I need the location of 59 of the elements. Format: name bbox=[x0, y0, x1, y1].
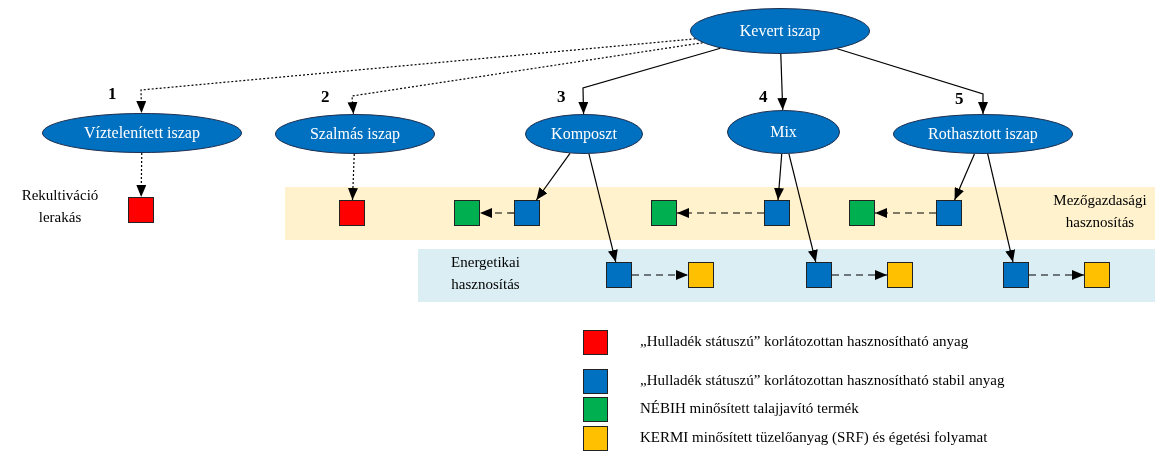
arrow bbox=[831, 270, 888, 280]
arrow bbox=[136, 152, 147, 198]
legend-text: „Hulladék státuszú” korlátozottan hasznosítható anyag bbox=[640, 333, 969, 350]
legend-text: „Hulladék státuszú” korlátozottan hasznosítható stabil anyag bbox=[640, 372, 1005, 389]
arrow bbox=[631, 270, 689, 280]
arrow bbox=[954, 153, 976, 201]
arrow bbox=[136, 38, 696, 114]
square-marker bbox=[339, 200, 365, 226]
node-label: Mix bbox=[769, 123, 798, 141]
legend-text: NÉBIH minősített talajjavító termék bbox=[640, 400, 859, 417]
arrow bbox=[788, 153, 818, 263]
arrow bbox=[347, 42, 704, 115]
arrow bbox=[777, 53, 788, 111]
ellipse-node bbox=[690, 8, 870, 54]
ellipse-node bbox=[893, 114, 1073, 154]
band-label: Mezőgazdasági hasznosítás bbox=[1052, 191, 1148, 232]
callout-number: 3 bbox=[557, 87, 566, 107]
arrow bbox=[479, 208, 515, 218]
arrow bbox=[588, 153, 618, 263]
square-marker bbox=[1003, 262, 1029, 288]
square-marker bbox=[849, 200, 875, 226]
node-label: Szalmás iszap bbox=[308, 125, 402, 143]
square-marker bbox=[764, 200, 790, 226]
legend-text: KERMI minősített tüzelőanyag (SRF) és égetési folyamat bbox=[640, 429, 988, 446]
ellipse-node bbox=[42, 113, 242, 153]
square-marker bbox=[651, 200, 677, 226]
arrow bbox=[774, 153, 784, 201]
band-background bbox=[285, 187, 1155, 240]
arrow bbox=[578, 47, 721, 115]
square-marker bbox=[606, 262, 632, 288]
side-label: Rekultiváció lerakás bbox=[20, 186, 100, 227]
square-marker bbox=[128, 197, 154, 223]
square-marker bbox=[1084, 262, 1110, 288]
arrow bbox=[535, 152, 571, 201]
callout-number: 1 bbox=[108, 84, 117, 104]
square-marker bbox=[514, 200, 540, 226]
node-label: Kevert iszap bbox=[738, 22, 822, 40]
node-label: Komposzt bbox=[550, 125, 618, 143]
square-marker bbox=[806, 262, 832, 288]
ellipse-node bbox=[525, 114, 643, 154]
node-label: Rothasztott iszap bbox=[927, 125, 1039, 143]
arrow bbox=[347, 153, 358, 201]
arrow bbox=[676, 208, 765, 218]
arrow bbox=[987, 153, 1016, 263]
arrow bbox=[874, 208, 937, 218]
ellipse-node bbox=[275, 114, 435, 154]
callout-number: 5 bbox=[955, 89, 964, 109]
callout-number: 2 bbox=[321, 87, 330, 107]
arrow bbox=[1028, 270, 1085, 280]
arrow bbox=[836, 48, 988, 115]
band-background bbox=[418, 249, 1155, 302]
square-marker bbox=[936, 200, 962, 226]
ellipse-node bbox=[727, 110, 840, 154]
square-marker bbox=[887, 262, 913, 288]
node-label: Víztelenített iszap bbox=[83, 124, 201, 142]
square-marker bbox=[454, 200, 480, 226]
square-marker bbox=[688, 262, 714, 288]
callout-number: 4 bbox=[759, 87, 768, 107]
band-label: Energetikai hasznosítás bbox=[450, 253, 521, 294]
